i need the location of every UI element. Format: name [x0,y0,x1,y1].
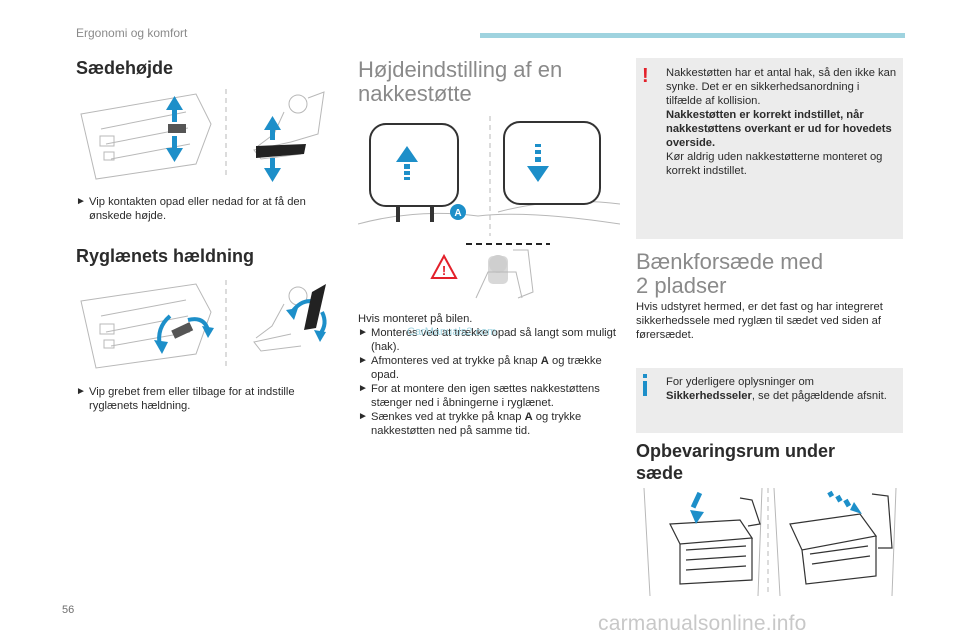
headrest-bullet-4-bold: A [524,411,533,423]
warning-line1: Nakkestøtten har et antal hak, så den ik… [666,67,897,107]
info-text-bold: Sikkerhedsseler [666,390,752,402]
warning-box: ! Nakkestøtten har et antal hak, så den … [636,58,903,239]
callout-a-label: A [454,208,461,219]
headrest-bullet-2-bold: A [540,355,549,367]
headrest-bullet-3-text: For at montere den igen sættes nakkestøt… [371,383,600,409]
seat-height-bullet: ► Vip kontakten opad eller nedad for at … [76,195,340,223]
section-header: Ergonomi og komfort [76,26,188,40]
backrest-heading: Ryglænets hældning [76,246,255,266]
headrest-heading: Højdeindstilling af en nakkestøtte [358,58,618,106]
seat-height-bullet-text: Vip kontakten opad eller nedad for at få… [89,196,306,222]
bench-heading: Bænkforsæde med 2 pladser [636,250,903,298]
warning-exclamation-icon: ! [642,65,649,87]
headrest-bullet-4-pre: Sænkes ved at trykke på knap [371,411,525,423]
headrest-bullet-4-post: og trykke nakkestøtten ned på samme tid. [371,411,582,437]
backrest-bullet-text: Vip grebet frem eller tilbage for at ind… [89,386,295,412]
bench-heading-line2: 2 pladser [636,273,727,298]
storage-heading: Opbevaringsrum under sæde [636,440,903,484]
seat-height-heading: Sædehøjde [76,58,174,78]
backrest-figure [76,276,336,372]
bench-text: Hvis udstyret hermed, er det fast og har… [636,301,883,341]
headrest-bullet: ► Afmonteres ved at trykke på knap A og … [358,354,618,382]
bullet-arrow-icon: ► [76,196,86,207]
warning-bold: Nakkestøtten er korrekt indstillet, når … [666,109,892,149]
bullet-arrow-icon: ► [358,327,368,338]
storage-figure [640,484,902,600]
bench-heading-line1: Bænkforsæde med [636,249,824,274]
headrest-instructions: Hvis monteret på bilen. ► Monteres ved a… [358,312,618,438]
headrest-bullet-2-post: og trække opad. [371,355,602,381]
info-icon [643,374,647,396]
headrest-heading-line1: Højdeindstilling af en [358,57,563,82]
callout-a-marker [450,204,466,220]
bullet-arrow-icon: ► [358,355,368,366]
headrest-intro: Hvis monteret på bilen. [358,313,473,325]
info-text-pre: For yderligere oplysninger om [666,376,814,388]
headrest-bullet-2-pre: Afmonteres ved at trykke på knap [371,355,541,367]
headrest-bullet-1-text: Monteres ved at trække opad så langt som… [371,327,616,353]
headrest-bullet-text: Sænkes ved at trykke på knap A og trykke… [371,410,618,438]
headrest-bullet: ► For at montere den igen sættes nakkest… [358,382,618,410]
info-box: For yderligere oplysninger om Sikkerheds… [636,368,903,433]
storage-heading-line1: Opbevaringsrum under [636,441,836,461]
bullet-arrow-icon: ► [358,383,368,394]
page-number: 56 [62,604,75,616]
headrest-figure: A ! [358,112,620,310]
headrest-heading-line2: nakkestøtte [358,81,472,106]
headrest-bullet: ► Sænkes ved at trykke på knap A og tryk… [358,410,618,438]
svg-text:!: ! [442,263,446,278]
header-accent-bar [480,33,905,38]
warning-text: Nakkestøtten har et antal hak, så den ik… [666,66,898,178]
storage-heading-line2: sæde [636,463,684,483]
backrest-bullet: ► Vip grebet frem eller tilbage for at i… [76,385,340,413]
watermark: carmanualsonline.info [598,612,807,635]
seat-height-figure [76,84,336,184]
headrest-bullet-text: For at montere den igen sættes nakkestøt… [371,382,618,410]
headrest-bullet-text: Monteres ved at trække opad så langt som… [371,326,618,354]
info-text: For yderligere oplysninger om Sikkerheds… [666,375,898,403]
bullet-arrow-icon: ► [76,386,86,397]
headrest-bullet: ► Monteres ved at trække opad så langt s… [358,326,618,354]
warning-line2: Kør aldrig uden nakkestøtterne monteret … [666,151,883,177]
info-text-post: , se det pågældende afsnit. [751,390,887,402]
headrest-bullet-text: Afmonteres ved at trykke på knap A og tr… [371,354,618,382]
overlay-url-link[interactable]: CarManuals2.com [407,326,497,338]
bullet-arrow-icon: ► [358,411,368,422]
